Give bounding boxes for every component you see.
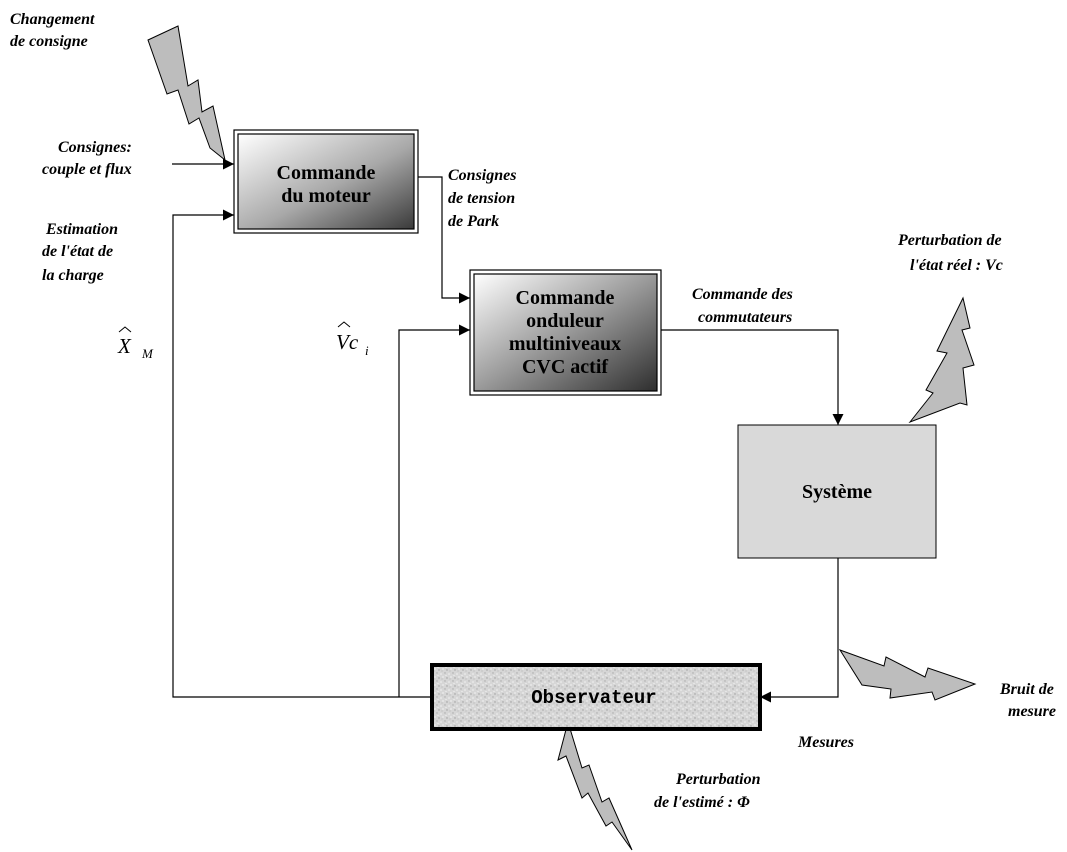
wire-commutateurs: [661, 329, 844, 425]
wire-tension-park: [418, 176, 470, 304]
math-x-hat-m: X M: [117, 326, 154, 361]
block-commande-onduleur: Commande onduleur multiniveaux CVC actif: [469, 269, 662, 396]
lightning-bolt-estime-icon: [557, 720, 633, 851]
wire-mesures: [760, 558, 839, 703]
wire-feedback-xhat: [172, 209, 432, 698]
lightning-bolt-changement-icon: [147, 25, 226, 162]
label-perturbation-estime-1: Perturbation: [675, 771, 761, 788]
block-observateur-label: Observateur: [531, 687, 656, 709]
block-commande-onduleur-line4: CVC actif: [522, 356, 608, 378]
label-tension-park-1: Consignes: [448, 167, 516, 184]
math-x-hat-sub: M: [141, 346, 154, 361]
label-consignes-1: Consignes:: [58, 139, 132, 156]
block-observateur: Observateur: [430, 663, 762, 731]
label-changement-consigne-2: de consigne: [10, 33, 88, 50]
lightning-bolt-etat-reel-icon: [908, 296, 975, 424]
math-vc-hat-sub: i: [365, 343, 369, 358]
label-mesures: Mesures: [797, 734, 854, 751]
label-perturbation-reel-2: l'état réel : Vc: [910, 257, 1003, 274]
block-commande-moteur-line1: Commande: [277, 162, 376, 184]
block-commande-onduleur-line3: multiniveaux: [509, 333, 621, 355]
label-commutateurs-2: commutateurs: [698, 309, 792, 326]
label-changement-consigne-1: Changement: [10, 11, 95, 28]
block-systeme: Système: [737, 424, 937, 559]
block-systeme-label: Système: [802, 481, 872, 503]
label-tension-park-3: de Park: [448, 213, 499, 230]
block-commande-onduleur-line2: onduleur: [526, 310, 604, 332]
label-estimation-1: Estimation: [45, 221, 118, 238]
hat-mark: [118, 326, 132, 333]
label-tension-park-2: de tension: [448, 190, 515, 207]
label-estimation-3: la charge: [42, 267, 104, 284]
label-perturbation-reel-1: Perturbation de: [897, 232, 1002, 249]
block-commande-moteur: Commande du moteur: [233, 129, 419, 234]
math-vc-hat-base: Vc: [336, 330, 359, 354]
label-bruit-1: Bruit de: [999, 681, 1054, 698]
label-estimation-2: de l'état de: [42, 243, 113, 260]
block-commande-moteur-line2: du moteur: [281, 185, 371, 207]
label-commutateurs-1: Commande des: [692, 286, 793, 303]
wire-feedback-vchat: [398, 324, 470, 697]
math-vc-hat-i: Vc i: [336, 321, 369, 358]
label-consignes-2: couple et flux: [42, 161, 132, 178]
label-perturbation-estime-2: de l'estimé : Φ: [654, 794, 750, 811]
hat-mark: [337, 321, 351, 328]
block-commande-onduleur-line1: Commande: [516, 287, 615, 309]
math-x-hat-base: X: [117, 334, 132, 358]
label-bruit-2: mesure: [1008, 703, 1056, 720]
lightning-bolt-bruit-icon: [838, 649, 977, 701]
